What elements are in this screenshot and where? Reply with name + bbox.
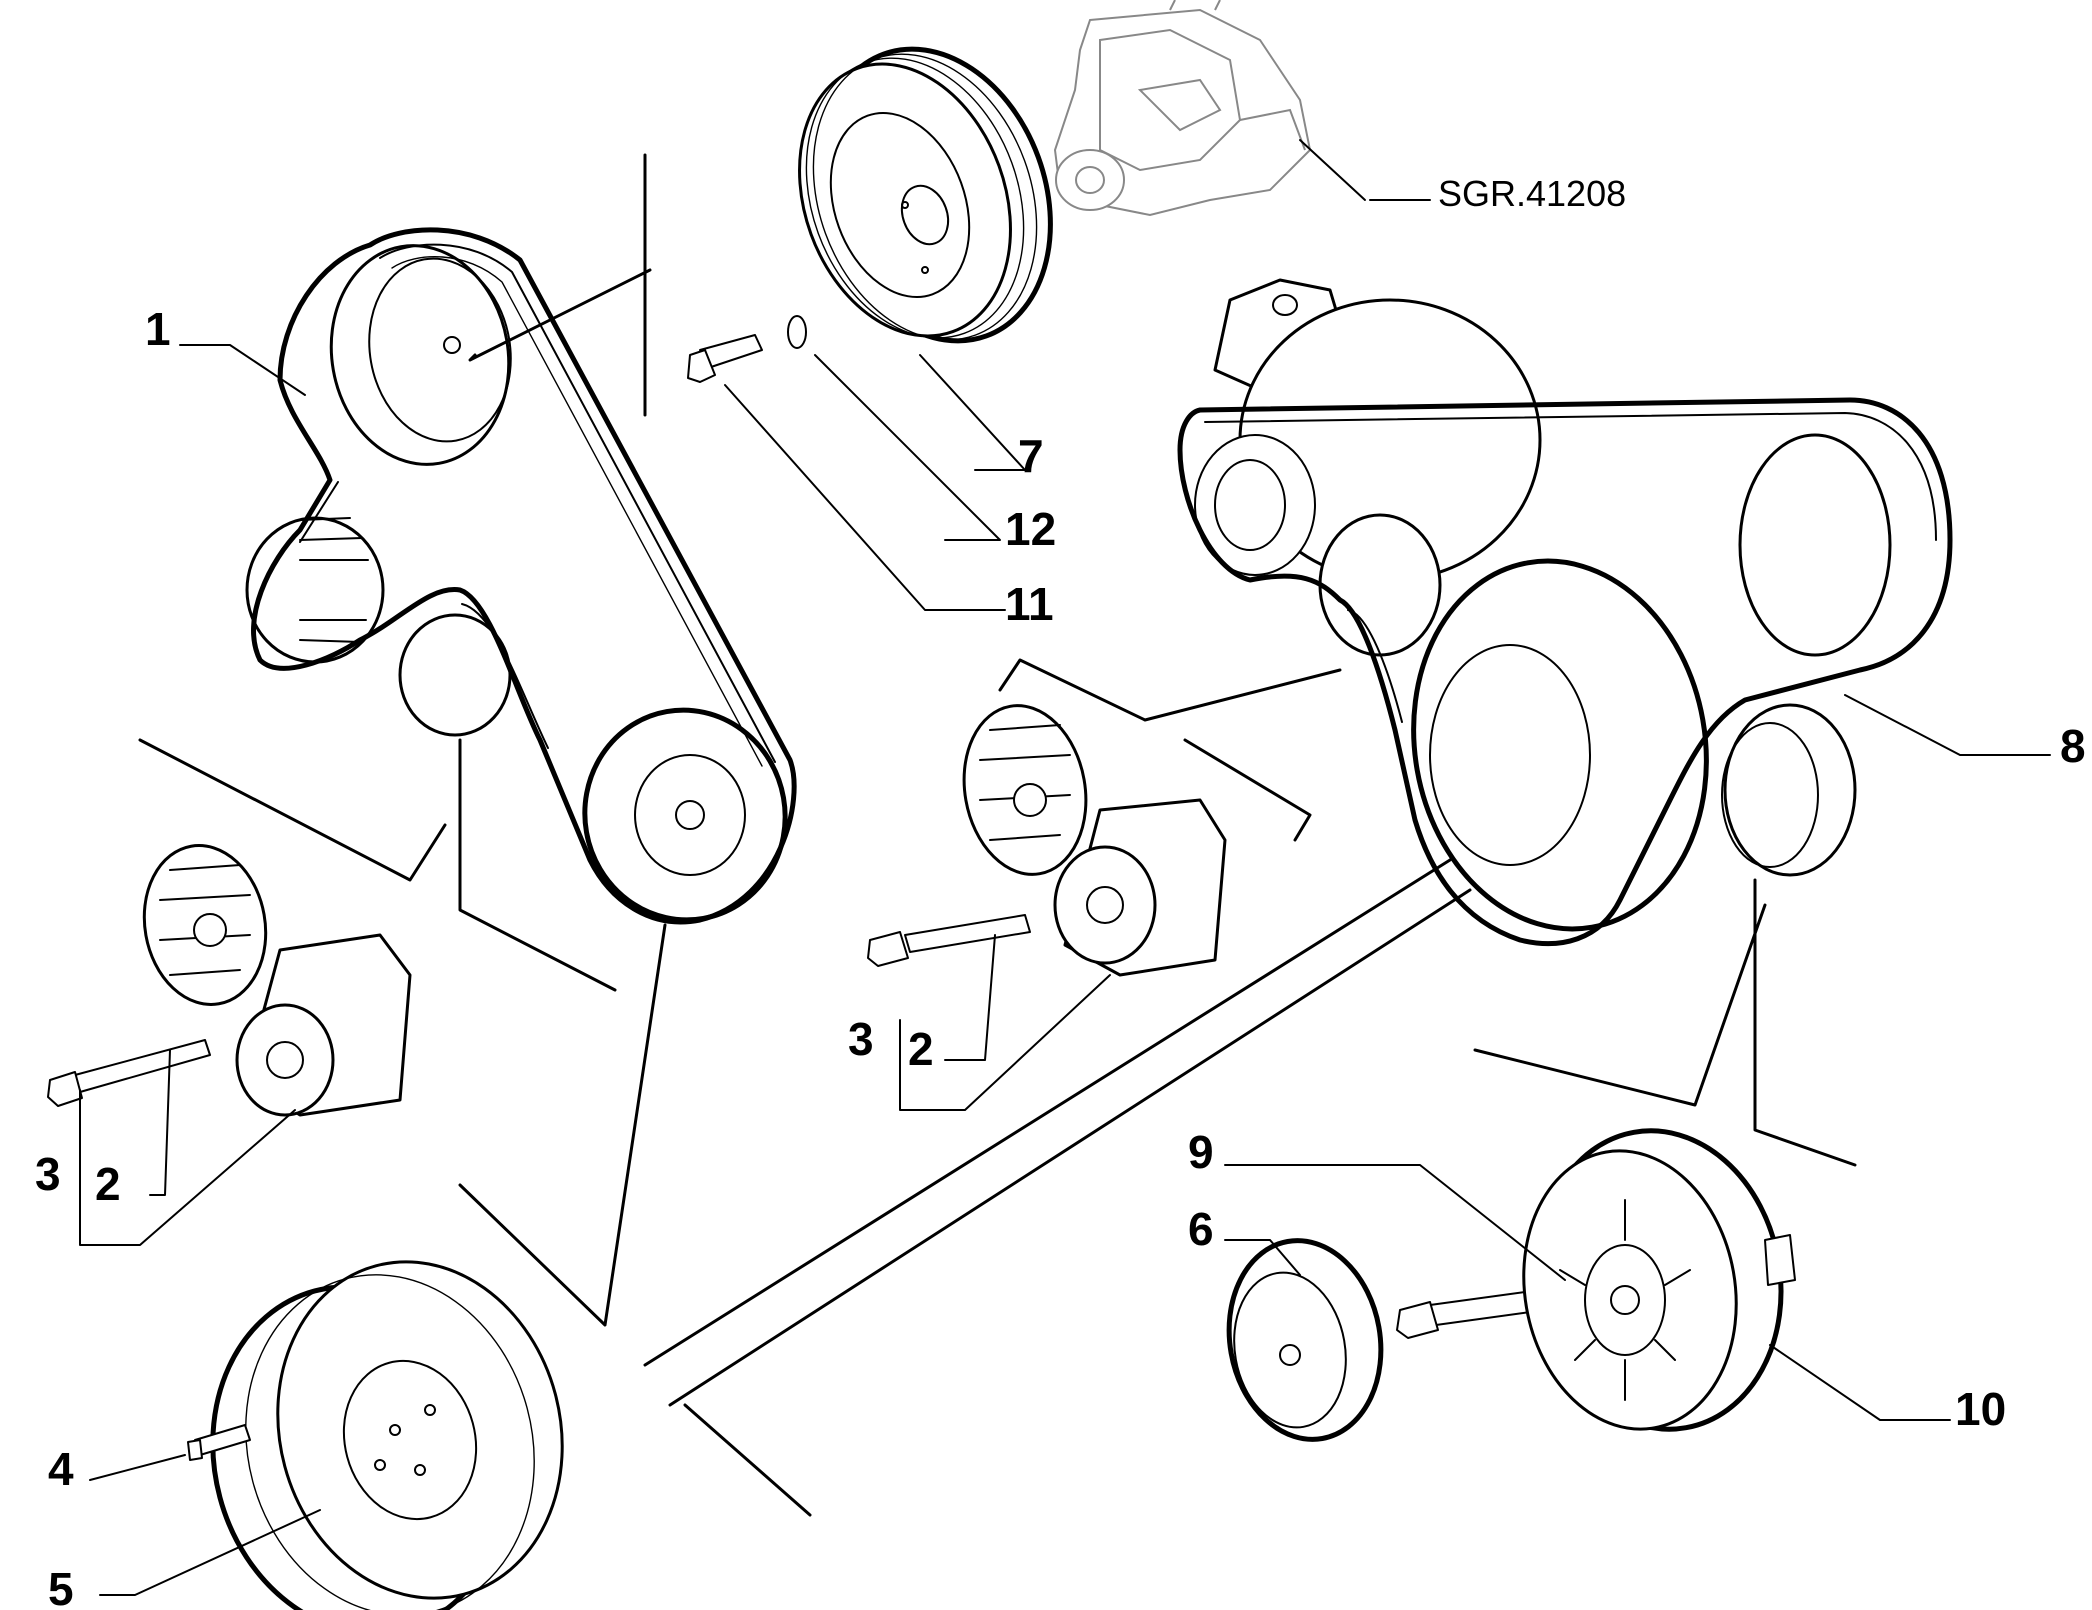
callout-12: 12 bbox=[1005, 503, 1056, 555]
washer-12 bbox=[787, 315, 807, 349]
callout-5: 5 bbox=[48, 1563, 74, 1610]
tensioner-2-middle bbox=[962, 704, 1227, 977]
callout-labels: 1 7 12 11 8 3 2 3 2 9 6 10 4 5 bbox=[35, 303, 2086, 1610]
callout-3-middle: 3 bbox=[848, 1013, 874, 1065]
belt-1-assembly bbox=[245, 227, 797, 925]
belt-8-assembly bbox=[1177, 278, 1953, 947]
bolt-9 bbox=[1396, 1289, 1546, 1339]
tensioner-2-left bbox=[142, 844, 412, 1117]
leader-lines bbox=[79, 139, 2051, 1596]
pulley-6 bbox=[1226, 1238, 1384, 1442]
pulley-10 bbox=[1522, 1128, 1796, 1432]
power-steering-pump-illustration bbox=[1053, 0, 1312, 217]
callout-10: 10 bbox=[1955, 1383, 2006, 1435]
bolt-11 bbox=[687, 334, 763, 383]
pulley-5 bbox=[210, 1260, 564, 1610]
callout-8: 8 bbox=[2060, 720, 2086, 772]
callout-2-middle: 2 bbox=[908, 1023, 934, 1075]
pulley-7 bbox=[798, 46, 1053, 344]
callout-7: 7 bbox=[1018, 430, 1044, 482]
callout-6: 6 bbox=[1188, 1203, 1214, 1255]
callout-1: 1 bbox=[145, 303, 171, 355]
bolt-3-left bbox=[47, 1039, 211, 1107]
screw-4 bbox=[187, 1424, 251, 1461]
section-break-lines bbox=[138, 153, 1857, 1517]
callout-9: 9 bbox=[1188, 1126, 1214, 1178]
bolt-3-middle bbox=[867, 914, 1031, 967]
reference-code: SGR.41208 bbox=[1438, 173, 1626, 214]
callout-4: 4 bbox=[48, 1443, 74, 1495]
callout-3-left: 3 bbox=[35, 1148, 61, 1200]
callout-11: 11 bbox=[1005, 578, 1054, 630]
callout-2-left: 2 bbox=[95, 1158, 121, 1210]
